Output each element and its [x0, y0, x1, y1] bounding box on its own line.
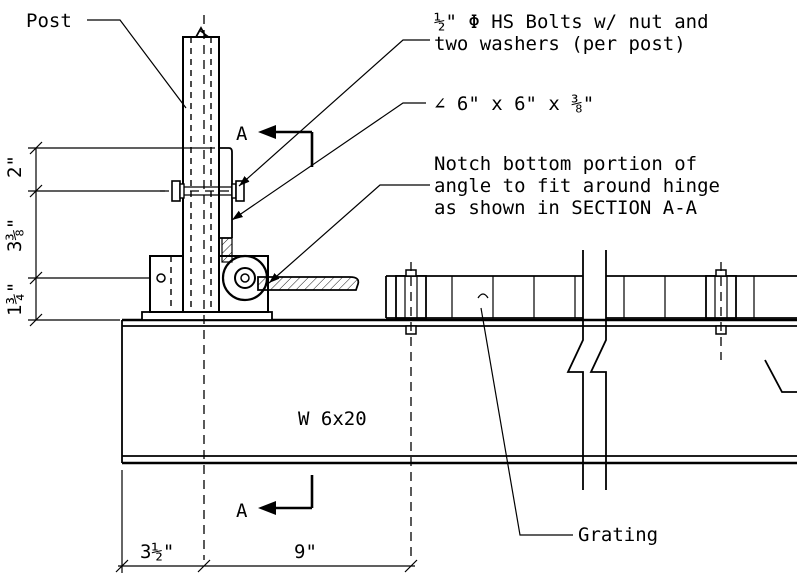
notch-callout: Notch bottom portion of angle to fit aro… — [268, 153, 720, 284]
beam-label: W 6x20 — [298, 408, 367, 430]
beam-callout: W 6x20 — [298, 408, 367, 430]
notch-label-line1: Notch bottom portion of — [434, 153, 697, 175]
grating-clip-left — [395, 262, 427, 560]
bolt-callout: ½" Φ HS Bolts w/ nut and two washers (pe… — [238, 11, 709, 187]
post — [182, 15, 220, 560]
dim-2in: 2" — [4, 155, 26, 178]
post-callout: Post — [26, 10, 187, 109]
vertical-dimensions: 2" 3⅜" 1¾" — [4, 141, 215, 327]
section-label-top: A — [236, 123, 248, 145]
section-label-bottom: A — [236, 500, 248, 522]
angle-label: ∠ 6" x 6" x ⅜" — [434, 93, 594, 115]
notch-label-line3: as shown in SECTION A-A — [434, 197, 698, 219]
notch-label-line2: angle to fit around hinge — [434, 175, 720, 197]
hinge-assembly — [141, 237, 360, 321]
angle — [219, 147, 233, 239]
break-lines — [566, 250, 797, 490]
grating-clip-right — [705, 262, 737, 360]
section-marker-bottom: A — [236, 475, 314, 522]
grating-callout: Grating — [480, 307, 658, 546]
bolt-label-line1: ½" Φ HS Bolts w/ nut and — [434, 11, 709, 33]
beam — [121, 318, 797, 465]
dim-1-3-4in: 1¾" — [4, 282, 26, 316]
angle-callout: ∠ 6" x 6" x ⅜" — [231, 93, 594, 221]
dim-9in: 9" — [294, 541, 317, 563]
bolt-label-line2: two washers (per post) — [434, 33, 686, 55]
horizontal-dimensions: 3½" 9" — [115, 470, 418, 573]
section-marker-top: A — [236, 123, 314, 167]
dim-3-3-8in: 3⅜" — [4, 218, 26, 252]
dim-3-1-2in: 3½" — [140, 541, 174, 563]
post-label: Post — [26, 10, 72, 32]
grating-label: Grating — [578, 524, 658, 546]
